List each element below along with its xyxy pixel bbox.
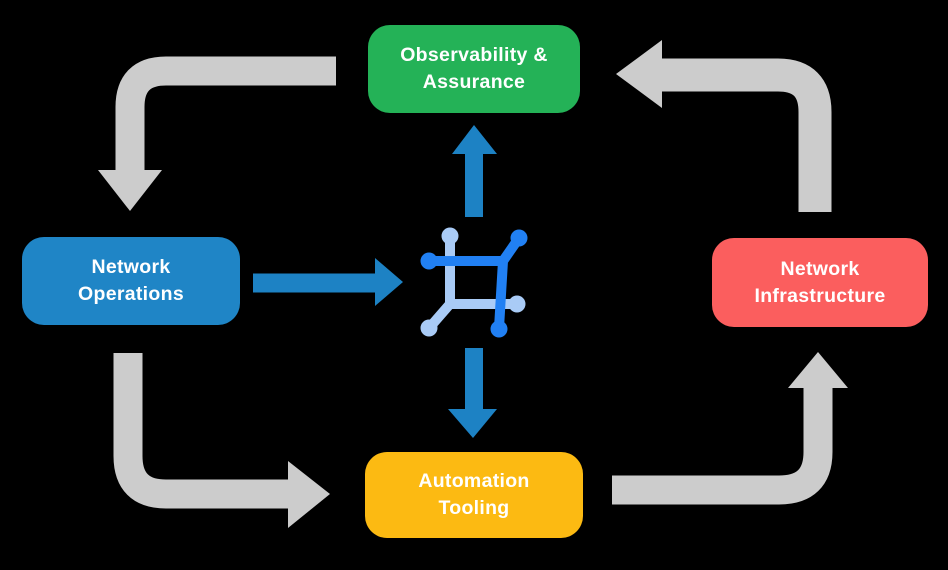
arrow-operations-to-center	[253, 258, 403, 306]
network-mesh-icon	[420, 227, 528, 338]
arrow-automation-to-infrastructure	[612, 352, 848, 505]
arrow-head-left-icon	[616, 40, 662, 108]
arrow-shaft	[113, 353, 289, 509]
arrow-infrastructure-to-observability	[616, 40, 832, 212]
arrow-operations-to-automation	[113, 353, 330, 528]
arrow-center-to-observability	[452, 125, 497, 217]
arrow-head-down-icon	[98, 170, 162, 211]
node-label: Observability & Assurance	[400, 44, 548, 93]
node-network-operations: Network Operations	[22, 237, 240, 325]
node-label: Automation Tooling	[418, 470, 530, 519]
node-label: Network Infrastructure	[754, 257, 886, 307]
arrow-observability-to-operations	[98, 56, 336, 211]
arrow-head-right-icon	[288, 461, 330, 528]
arrow-head-right-icon	[375, 258, 403, 306]
node-network-infrastructure: Network Infrastructure	[712, 238, 928, 327]
network-mesh-icon-light-part	[420, 227, 526, 337]
arrow-center-to-automation	[448, 348, 497, 438]
arrow-shaft	[661, 58, 832, 212]
node-label: Network Operations	[78, 256, 184, 305]
arrow-shaft	[115, 56, 336, 172]
arrow-shaft	[612, 388, 833, 505]
node-observability-assurance: Observability & Assurance	[368, 25, 580, 113]
node-automation-tooling: Automation Tooling	[365, 452, 583, 538]
arrow-head-down-icon	[448, 409, 497, 438]
network-mesh-icon-dark-part	[420, 229, 528, 338]
arrow-head-up-icon	[452, 125, 497, 154]
arrow-head-up-icon	[788, 352, 848, 388]
